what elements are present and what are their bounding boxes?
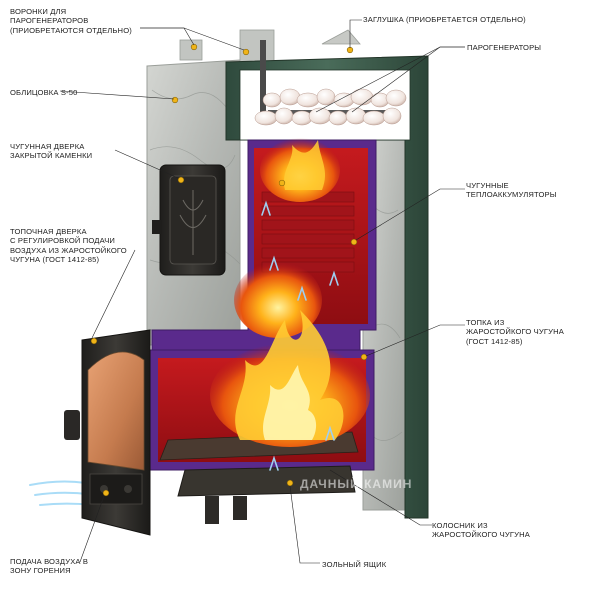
marker-dot-icon [350,238,358,246]
leader-line [79,495,105,563]
heater-stone [385,89,407,107]
marker-dot-icon [177,176,185,184]
label-heat-accumulators: ЧУГУННЫЕ ТЕПЛОАККУМУЛЯТОРЫ [466,181,557,200]
leader-line [351,46,465,113]
label-line: ТЕПЛОАККУМУЛЯТОРЫ [466,190,557,200]
heater-door [152,164,226,276]
heater-stone [350,88,374,106]
label-line: ЖАРОСТОЙКОГО ЧУГУНА [466,327,564,337]
leader-lines [59,19,465,564]
marker-dot-icon [90,337,98,345]
marker-dot-icon [102,489,110,497]
marker-dot-icon [360,353,368,361]
label-line: ЗАГЛУШКА (ПРИОБРЕТАЕТСЯ ОТДЕЛЬНО) [363,15,526,24]
heater-stone [382,107,402,125]
label-line: ЧУГУНА (ГОСТ 1412-85) [10,255,100,265]
label-cladding: ОБЛИЦОВКА S-50 [10,88,78,97]
heater-stone [296,92,320,108]
leader-line [349,19,362,48]
marker-dot-icon [242,48,250,56]
marker-dot-icon [286,479,294,487]
label-line: ВОЗДУХА ИЗ ЖАРОСТОЙКОГО [10,245,127,255]
label-line: ПАРОГЕНЕРАТОРЫ [467,43,542,52]
marker-dot-icon [346,46,354,54]
heater-stone [316,88,336,106]
label-line: (ПРИОБРЕТАЮТСЯ ОТДЕЛЬНО) [10,25,132,35]
label-line: ЗОНУ ГОРЕНИЯ [10,566,71,576]
heater-stone [328,110,348,126]
leader-line [289,485,320,564]
leader-line [329,469,432,526]
marker-dot-icon [171,96,179,104]
label-line: КОЛОСНИК ИЗ [432,521,488,530]
label-heater-door: ЧУГУННАЯ ДВЕРКА ЗАКРЫТОЙ КАМЕНКИ [10,142,92,161]
heater-stone [254,110,278,126]
label-firebox: ТОПКА ИЗ ЖАРОСТОЙКОГО ЧУГУНА (ГОСТ 1412-… [466,318,564,346]
label-line: ТОПОЧНАЯ ДВЕРКА [10,227,87,236]
label-ash-box: ЗОЛЬНЫЙ ЯЩИК [322,560,386,569]
label-firebox-door: ТОПОЧНАЯ ДВЕРКА С РЕГУЛИРОВКОЙ ПОДАЧИ ВО… [10,227,127,265]
heater-stone [274,107,294,125]
leader-line [91,249,136,339]
label-line: ПАРОГЕНЕРАТОРОВ [10,16,89,26]
label-line: (ГОСТ 1412-85) [466,336,523,346]
heater-stone [333,92,355,108]
heater-stone [362,110,386,126]
label-air-supply: ПОДАЧА ВОЗДУХА В ЗОНУ ГОРЕНИЯ [10,557,88,576]
leader-line [140,27,245,51]
label-line: ЧУГУННЫЕ [466,181,509,190]
heater-stone [291,110,313,126]
label-line: ТОПКА ИЗ [466,318,505,327]
label-line: ОБЛИЦОВКА S-50 [10,88,78,97]
watermark: ДАЧНЫЙ КАМИН [300,477,413,491]
label-line: ЗОЛЬНЫЙ ЯЩИК [322,560,387,569]
label-line: ВОРОНКИ ДЛЯ [10,7,67,16]
label-steam-generators: ПАРОГЕНЕРАТОРЫ [467,43,541,52]
leader-line [114,149,179,179]
heater-stone [308,107,332,125]
marker-dot-icon [90,43,368,497]
marker-dot-icon [190,43,198,51]
label-line: С РЕГУЛИРОВКОЙ ПОДАЧИ [10,236,116,246]
label-funnels: ВОРОНКИ ДЛЯ ПАРОГЕНЕРАТОРОВ (ПРИОБРЕТАЮТ… [10,7,132,35]
label-grate: КОЛОСНИК ИЗ ЖАРОСТОЙКОГО ЧУГУНА [432,521,530,540]
leader-line [365,324,465,357]
heater-stone [279,88,301,106]
label-plug: ЗАГЛУШКА (ПРИОБРЕТАЕТСЯ ОТДЕЛЬНО) [363,15,526,24]
label-line: ЗАКРЫТОЙ КАМЕНКИ [10,151,93,161]
leader-line [59,90,175,100]
firebox-door [64,329,151,536]
label-line: ЧУГУННАЯ ДВЕРКА [10,142,85,151]
heater-stone [345,107,367,125]
leader-line [355,188,465,241]
marker-dot-icon [278,179,286,187]
heater-stone [262,92,282,108]
flame-icon [210,138,370,447]
label-line: ЖАРОСТОЙКОГО ЧУГУНА [432,530,530,540]
heater-stones [254,88,407,126]
label-line: ПОДАЧА ВОЗДУХА В [10,557,89,566]
